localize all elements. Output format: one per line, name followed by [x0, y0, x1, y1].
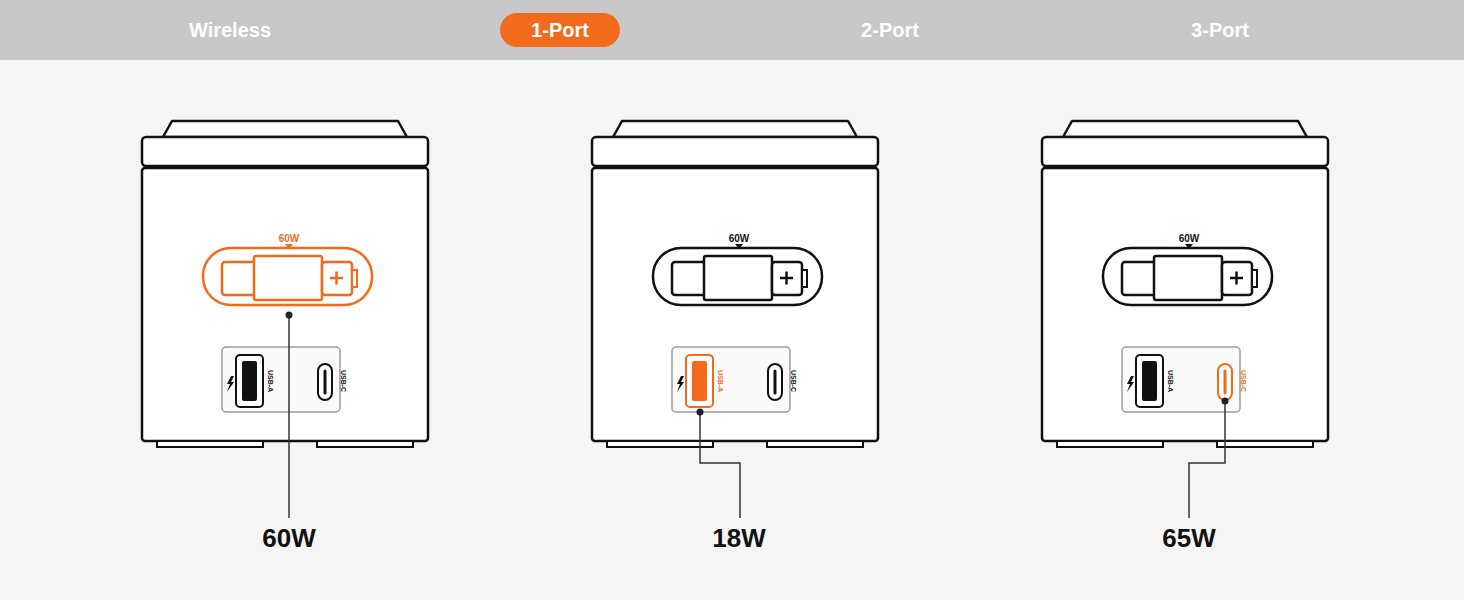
port-name: USB-C — [790, 370, 797, 392]
port-name: USB-A — [267, 370, 274, 392]
port-name: USB-C — [340, 370, 347, 392]
tab-label: Wireless — [189, 20, 271, 40]
leader-line — [289, 315, 1225, 518]
leader-dot — [286, 312, 1229, 416]
power-rating: 60W — [279, 234, 300, 244]
tab-label: 2-Port — [861, 20, 919, 40]
charger-device — [592, 121, 878, 447]
power-rating: 60W — [729, 234, 750, 244]
charger-device — [142, 121, 428, 447]
tab-bar: Wireless 2-Port 3-Port 1-Port — [0, 0, 1464, 60]
tab-label: 3-Port — [1191, 20, 1249, 40]
active-tab: 1-Port — [500, 13, 620, 47]
output-value: 18W — [712, 525, 765, 551]
port-name: USB-A — [717, 370, 724, 392]
power-rating: 60W — [1179, 234, 1200, 244]
output-value: 65W — [1162, 525, 1215, 551]
charger-device — [1042, 121, 1328, 447]
port-name: USB-A — [1167, 370, 1174, 392]
port-name: USB-C — [1240, 370, 1247, 392]
output-value: 60W — [262, 525, 315, 551]
tab-label: 1-Port — [531, 20, 589, 40]
